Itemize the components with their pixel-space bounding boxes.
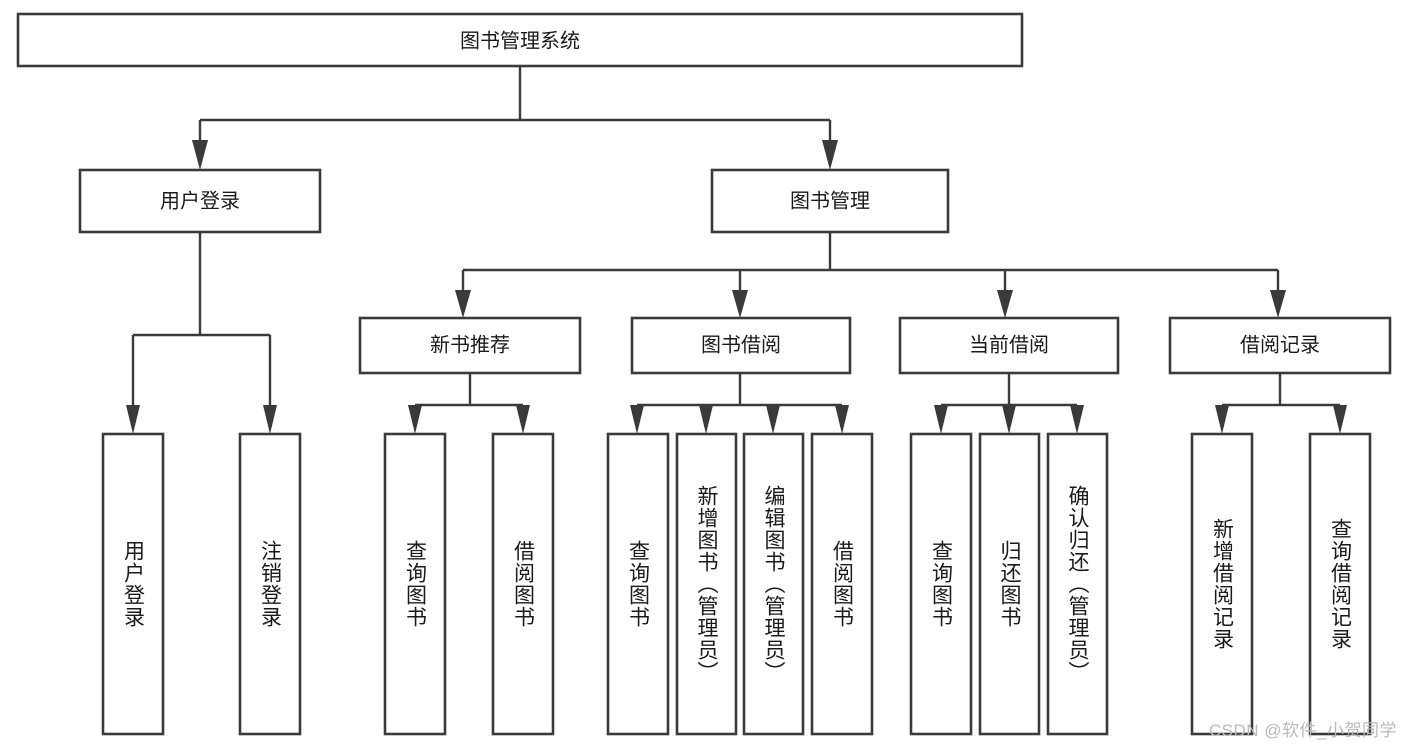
connector-group-book-borrow	[630, 373, 849, 434]
node-leaf-logout[interactable]	[238, 432, 302, 736]
arrowhead-to-leaf-edit-book	[766, 405, 780, 434]
node-borrow-record[interactable]	[1168, 316, 1392, 375]
node-leaf-query-record[interactable]	[1308, 432, 1372, 736]
arrowhead-to-leaf-query-record	[1333, 405, 1347, 434]
arrowhead-to-leaf-borrow-book-2	[835, 405, 849, 434]
arrowhead-to-book-borrow	[732, 290, 748, 318]
arrowhead-to-leaf-logout	[263, 405, 277, 434]
node-book-borrow[interactable]	[630, 316, 852, 375]
arrowhead-to-leaf-confirm-return	[1070, 405, 1084, 434]
arrowhead-to-leaf-query-book-2	[630, 405, 644, 434]
node-leaf-query-book-1[interactable]	[383, 432, 447, 736]
connector-group-book-manage	[455, 232, 1286, 318]
arrowhead-to-leaf-query-book-1	[408, 405, 422, 434]
node-book-manage-label: 图书管理	[790, 189, 870, 212]
node-root-label: 图书管理系统	[460, 29, 580, 52]
arrowhead-to-current-borrow	[997, 290, 1013, 318]
node-current-borrow-label: 当前借阅	[969, 333, 1049, 356]
connector-group-new-book-rec	[408, 373, 530, 434]
node-root[interactable]	[16, 12, 1024, 68]
node-leaf-edit-book[interactable]	[742, 432, 805, 736]
arrowhead-to-leaf-query-book-3	[934, 405, 948, 434]
node-leaf-borrow-book-1[interactable]	[491, 432, 555, 736]
connector-group-user-login	[126, 232, 277, 434]
node-book-manage[interactable]	[710, 168, 950, 234]
connector-group-borrow-record	[1215, 373, 1347, 434]
node-book-borrow-label: 图书借阅	[701, 333, 781, 356]
arrowhead-to-leaf-user-login	[126, 405, 140, 434]
connector-group-current-borrow	[934, 373, 1084, 434]
node-current-borrow[interactable]	[898, 316, 1120, 375]
node-leaf-confirm-return[interactable]	[1046, 432, 1109, 736]
node-leaf-query-book-2[interactable]	[606, 432, 670, 736]
connector-group-root	[192, 66, 838, 170]
arrowhead-to-borrow-record	[1270, 290, 1286, 318]
node-leaf-borrow-book-2[interactable]	[810, 432, 874, 736]
arrowhead-to-leaf-add-book	[699, 405, 713, 434]
node-leaf-add-book[interactable]	[675, 432, 738, 736]
node-user-login-label: 用户登录	[160, 189, 240, 212]
node-borrow-record-label: 借阅记录	[1240, 333, 1320, 356]
arrowhead-to-leaf-return-book	[1002, 405, 1016, 434]
arrowhead-to-book-manage	[822, 140, 838, 170]
csdn-watermark: CSDN @软件_小贺同学	[1208, 721, 1397, 740]
node-leaf-query-book-3[interactable]	[909, 432, 973, 736]
node-leaf-add-record[interactable]	[1190, 432, 1254, 736]
node-leaf-return-book[interactable]	[978, 432, 1041, 736]
arrowhead-to-new-book-rec	[455, 290, 471, 318]
node-new-book-rec-label: 新书推荐	[430, 333, 510, 356]
arrowhead-to-user-login	[192, 140, 208, 170]
node-user-login[interactable]	[78, 168, 322, 234]
node-new-book-rec[interactable]	[358, 316, 582, 375]
arrowhead-to-leaf-add-record	[1215, 405, 1229, 434]
arrowhead-to-leaf-borrow-book-1	[516, 405, 530, 434]
node-leaf-user-login[interactable]	[101, 432, 165, 736]
